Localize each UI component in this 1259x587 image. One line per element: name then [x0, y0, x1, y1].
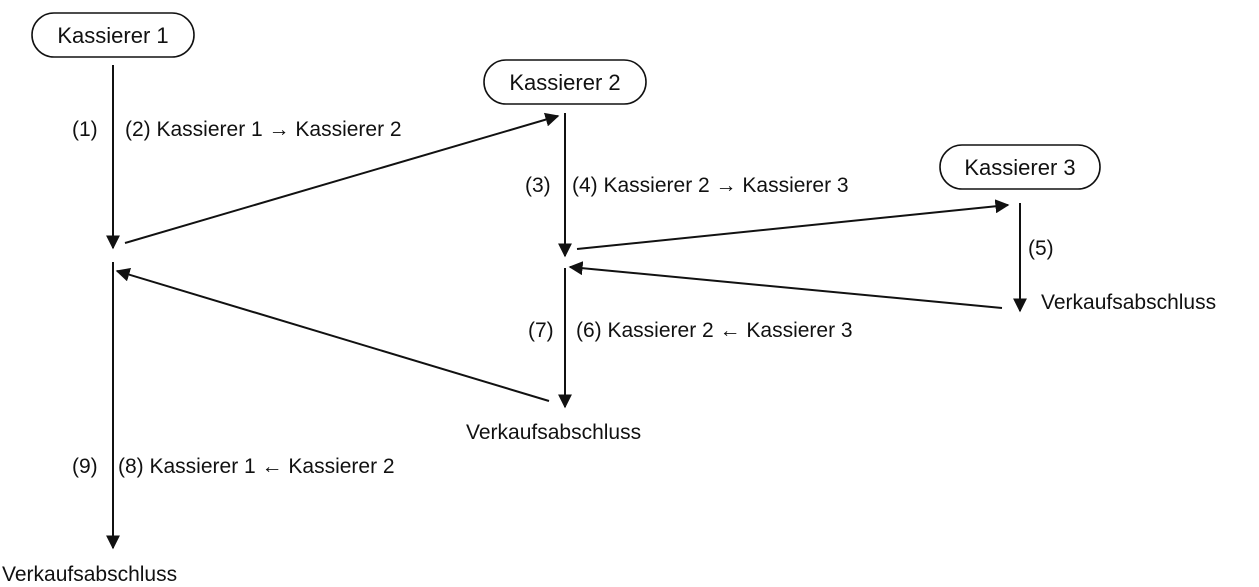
step-2-arrow	[124, 112, 560, 244]
step-2-label: (2) Kassierer 1 → Kassierer 2	[125, 118, 402, 141]
step-6-arrow	[568, 261, 1003, 309]
cashier-2-label: Kassierer 2	[509, 70, 620, 95]
sale-completion-label-1: Verkaufsabschluss	[2, 563, 177, 586]
step-3-label: (3)	[525, 174, 551, 197]
cashier-1-label: Kassierer 1	[57, 23, 168, 48]
step-5-label: (5)	[1028, 237, 1054, 260]
step-7-label: (7)	[528, 319, 554, 342]
sale-completion-label-3: Verkaufsabschluss	[1041, 291, 1216, 314]
step-8-arrow	[115, 267, 550, 402]
step-4-label: (4) Kassierer 2 → Kassierer 3	[572, 174, 849, 197]
step-4-arrow	[576, 199, 1010, 250]
step-6-label: (6) Kassierer 2 ← Kassierer 3	[576, 319, 853, 342]
cashier-3-node: Kassierer 3	[939, 144, 1101, 190]
cashier-3-label: Kassierer 3	[964, 155, 1075, 180]
cashier-1-node: Kassierer 1	[31, 12, 195, 58]
sale-completion-label-2: Verkaufsabschluss	[466, 421, 641, 444]
step-9-label: (9)	[72, 455, 98, 478]
step-8-label: (8) Kassierer 1 ← Kassierer 2	[118, 455, 395, 478]
step-1-label: (1)	[72, 118, 98, 141]
cashier-2-node: Kassierer 2	[483, 59, 647, 105]
